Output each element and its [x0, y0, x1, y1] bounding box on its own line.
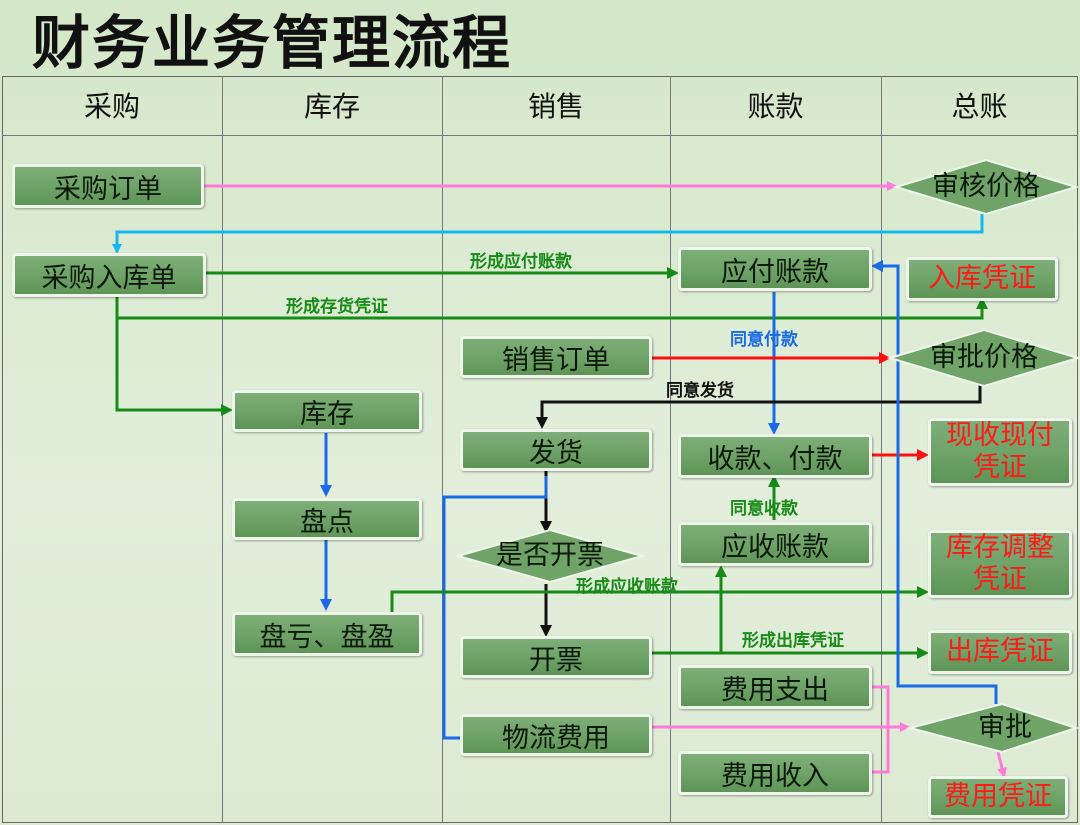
- lane-header-sales: 销售: [527, 90, 584, 123]
- edge-receipt-to-voucher: [115, 296, 988, 320]
- edge-label-form-receivable: 形成应收账款: [576, 577, 678, 597]
- box-accounts-receivable: 应收账款: [678, 522, 872, 566]
- edge-label-form-outbound-voucher: 形成出库凭证: [742, 631, 844, 651]
- edge-label-agree-payment: 同意付款: [730, 330, 798, 350]
- swimlane-frame: [2, 76, 1078, 823]
- edge-approve-to-payable: [871, 260, 998, 704]
- decision-review-price-label: 审核价格: [932, 171, 1040, 202]
- voucher-stock-adjust: 库存调整 凭证: [928, 530, 1072, 598]
- lane-header-purchase: 采购: [83, 90, 140, 123]
- edge-review-to-receipt: [112, 214, 984, 254]
- decision-approve-label: 审批: [978, 712, 1032, 743]
- edge-expense-bracket: [872, 685, 890, 774]
- edge-label-agree-shipping: 同意发货: [666, 381, 734, 401]
- edge-label-form-inventory-voucher: 形成存货凭证: [286, 297, 388, 317]
- box-purchase-receipt: 采购入库单: [12, 253, 206, 297]
- box-sales-order: 销售订单: [460, 336, 652, 378]
- diamond-need-invoice: [454, 528, 646, 584]
- lane-divider: [881, 76, 882, 823]
- lane-divider: [222, 76, 223, 823]
- edge-approve-to-expensevoucher: [996, 751, 1007, 778]
- header-divider: [2, 135, 1078, 136]
- box-loss-gain: 盘亏、盘盈: [232, 612, 422, 656]
- box-expense-in: 费用收入: [678, 751, 872, 795]
- edge-label-agree-collection: 同意收款: [730, 499, 798, 519]
- box-shipment: 发货: [460, 429, 652, 471]
- diamond-approve-price: [886, 328, 1080, 388]
- lane-header-accounts: 账款: [747, 90, 804, 123]
- box-accounts-payable: 应付账款: [678, 247, 872, 291]
- edge-shipment-to-logistics: [442, 476, 548, 744]
- voucher-receipt: 入库凭证: [906, 257, 1058, 301]
- decision-need-invoice-label: 是否开票: [496, 540, 604, 571]
- box-purchase-order: 采购订单: [12, 164, 204, 208]
- page-title: 财务业务管理流程: [32, 9, 513, 77]
- box-collect-pay: 收款、付款: [678, 434, 872, 478]
- lane-divider: [442, 76, 443, 823]
- diamond-approve: [906, 702, 1080, 754]
- voucher-cash: 现收现付 凭证: [928, 418, 1072, 486]
- box-logistics-cost: 物流费用: [460, 714, 652, 756]
- edge-approve-to-shipment: [536, 384, 982, 429]
- diamond-review-price: [892, 158, 1080, 216]
- box-expense-out: 费用支出: [678, 665, 872, 709]
- box-stocktake: 盘点: [232, 498, 422, 540]
- lane-header-inventory: 库存: [303, 90, 360, 123]
- lane-header-ledger: 总账: [951, 90, 1008, 123]
- lane-divider: [670, 76, 671, 823]
- edge-lossgain-to-adjustvoucher: [390, 586, 929, 612]
- box-invoicing: 开票: [460, 636, 652, 678]
- voucher-expense: 费用凭证: [928, 776, 1068, 818]
- decision-approve-price-label: 审批价格: [930, 342, 1038, 373]
- box-inventory: 库存: [232, 390, 422, 432]
- voucher-outbound: 出库凭证: [928, 630, 1072, 674]
- edge-label-form-payable: 形成应付账款: [470, 252, 572, 272]
- edge-receipt-to-inventory: [115, 318, 233, 416]
